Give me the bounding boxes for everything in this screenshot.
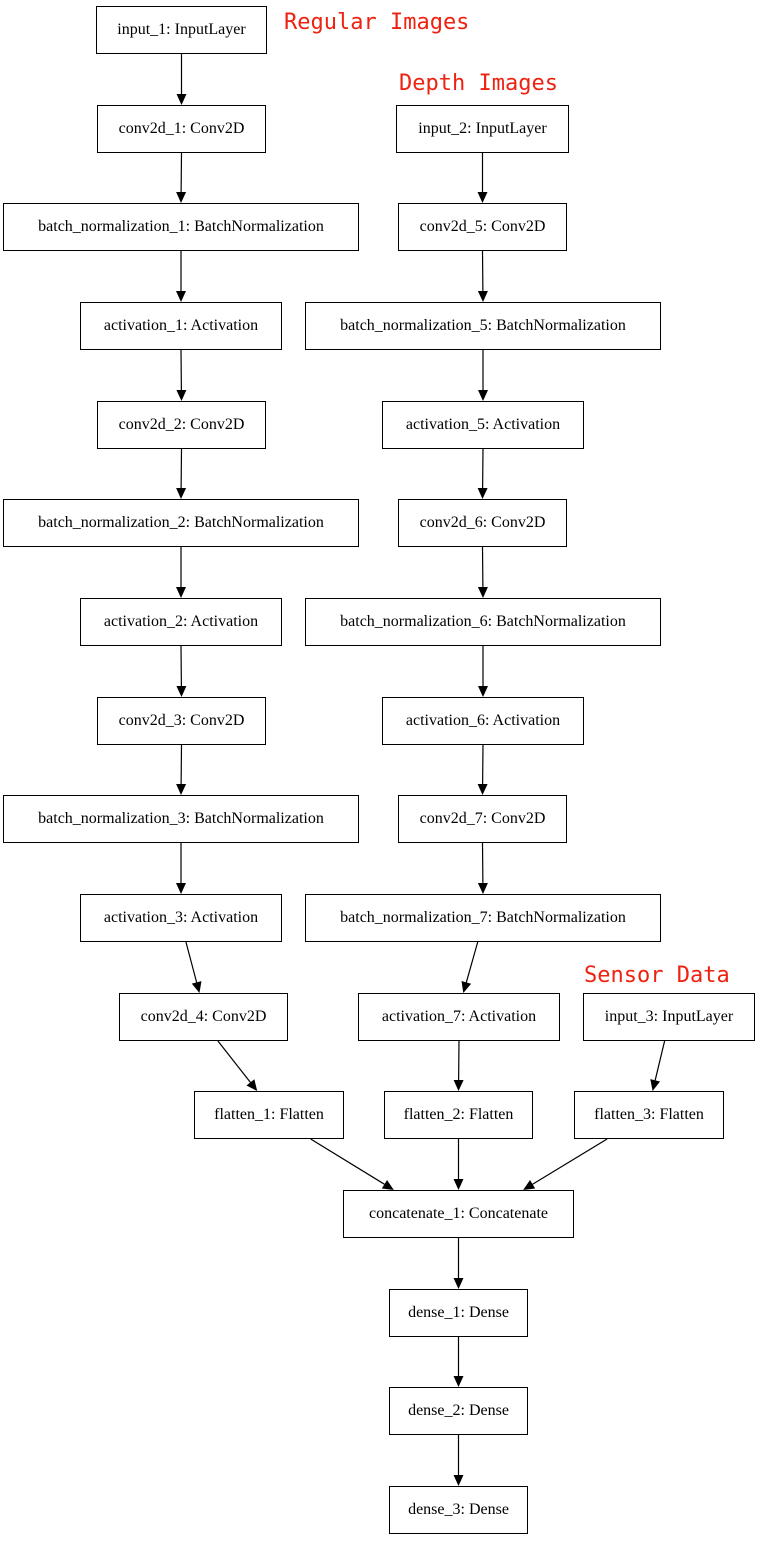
- edge-line: [310, 1138, 385, 1185]
- edge-act_6-to-conv2d_7: [477, 744, 488, 795]
- edge-line: [654, 1040, 666, 1081]
- edge-flatten_2-to-concat_1: [453, 1139, 464, 1190]
- annotation-sensor-data: Sensor Data: [584, 963, 730, 988]
- node-dense-2: dense_2: Dense: [389, 1387, 528, 1435]
- edge-arrowhead: [246, 1079, 258, 1091]
- annotation-depth-images: Depth Images: [399, 71, 558, 96]
- edge-bn_7-to-act_7: [461, 941, 479, 993]
- edge-conv2d_1-to-bn_1: [176, 152, 187, 203]
- edge-arrowhead: [478, 390, 488, 401]
- edge-arrowhead: [477, 192, 488, 203]
- edge-arrowhead: [477, 882, 488, 894]
- edge-arrowhead: [176, 389, 187, 401]
- edge-arrowhead: [453, 1278, 464, 1289]
- edge-input_2-to-conv2d_5: [477, 153, 488, 203]
- node-batch-normalization-3: batch_normalization_3: BatchNormalizatio…: [3, 795, 359, 843]
- edge-arrowhead: [453, 1079, 464, 1091]
- edge-act_2-to-conv2d_3: [176, 645, 187, 697]
- edge-arrowhead: [176, 191, 187, 203]
- edge-act_1-to-conv2d_2: [176, 349, 187, 401]
- edge-flatten_1-to-concat_1: [310, 1138, 394, 1190]
- edge-line: [217, 1040, 251, 1083]
- node-activation-2: activation_2: Activation: [80, 598, 282, 646]
- node-conv2d-1: conv2d_1: Conv2D: [97, 105, 266, 153]
- edge-arrowhead: [176, 783, 187, 795]
- node-activation-6: activation_6: Activation: [382, 697, 584, 745]
- node-batch-normalization-7: batch_normalization_7: BatchNormalizatio…: [305, 894, 661, 942]
- node-conv2d-7: conv2d_7: Conv2D: [398, 795, 567, 843]
- edge-line: [532, 1138, 608, 1185]
- edge-bn_3-to-act_3: [176, 843, 186, 894]
- edge-arrowhead: [191, 981, 202, 993]
- edge-arrowhead: [478, 686, 488, 697]
- node-conv2d-3: conv2d_3: Conv2D: [97, 697, 266, 745]
- edge-conv2d_4-to-flatten_1: [217, 1040, 258, 1091]
- edge-arrowhead: [523, 1180, 536, 1190]
- edge-arrowhead: [381, 1179, 394, 1190]
- edge-arrowhead: [461, 981, 472, 993]
- node-activation-3: activation_3: Activation: [80, 894, 282, 942]
- edge-bn_5-to-act_5: [478, 350, 488, 401]
- edge-act_5-to-conv2d_6: [477, 448, 488, 499]
- edge-bn_6-to-act_6: [478, 646, 488, 697]
- edge-arrowhead: [176, 94, 187, 105]
- node-dense-3: dense_3: Dense: [389, 1486, 528, 1534]
- node-conv2d-6: conv2d_6: Conv2D: [398, 499, 567, 547]
- edge-line: [185, 941, 198, 983]
- edge-arrowhead: [477, 487, 488, 499]
- edge-conv2d_3-to-bn_3: [176, 744, 187, 795]
- node-activation-7: activation_7: Activation: [358, 993, 560, 1041]
- node-concatenate-1: concatenate_1: Concatenate: [343, 1190, 574, 1238]
- node-flatten-2: flatten_2: Flatten: [384, 1091, 533, 1139]
- edge-arrowhead: [176, 291, 186, 302]
- node-dense-1: dense_1: Dense: [389, 1289, 528, 1337]
- node-input-2: input_2: InputLayer: [396, 105, 569, 153]
- edge-input_3-to-flatten_3: [650, 1040, 666, 1091]
- edge-conv2d_7-to-bn_7: [477, 842, 488, 894]
- edge-arrowhead: [453, 1179, 464, 1190]
- node-flatten-1: flatten_1: Flatten: [194, 1091, 344, 1139]
- node-conv2d-5: conv2d_5: Conv2D: [398, 203, 567, 251]
- edge-concat_1-to-dense_1: [453, 1238, 464, 1289]
- edge-arrowhead: [477, 783, 488, 795]
- edge-dense_2-to-dense_3: [453, 1435, 464, 1486]
- edge-arrowhead: [477, 586, 488, 598]
- node-input-3: input_3: InputLayer: [583, 993, 755, 1041]
- node-conv2d-2: conv2d_2: Conv2D: [97, 401, 266, 449]
- edge-flatten_3-to-concat_1: [523, 1138, 608, 1190]
- edge-line: [465, 941, 479, 983]
- edge-arrowhead: [176, 587, 186, 598]
- node-batch-normalization-6: batch_normalization_6: BatchNormalizatio…: [305, 598, 661, 646]
- edge-bn_2-to-act_2: [176, 547, 186, 598]
- edge-arrowhead: [453, 1376, 464, 1387]
- edge-conv2d_2-to-bn_2: [176, 448, 187, 499]
- edge-arrowhead: [477, 290, 488, 302]
- edge-conv2d_5-to-bn_5: [477, 250, 488, 302]
- edge-arrowhead: [176, 883, 186, 894]
- node-batch-normalization-2: batch_normalization_2: BatchNormalizatio…: [3, 499, 359, 547]
- node-conv2d-4: conv2d_4: Conv2D: [119, 993, 288, 1041]
- node-batch-normalization-1: batch_normalization_1: BatchNormalizatio…: [3, 203, 359, 251]
- edge-dense_1-to-dense_2: [453, 1337, 464, 1387]
- edge-act_3-to-conv2d_4: [185, 941, 202, 993]
- edge-arrowhead: [650, 1079, 661, 1091]
- edge-bn_1-to-act_1: [176, 251, 186, 302]
- node-input-1: input_1: InputLayer: [96, 6, 267, 54]
- edge-arrowhead: [176, 685, 187, 697]
- annotation-regular-images: Regular Images: [284, 10, 470, 35]
- edge-act_7-to-flatten_2: [453, 1040, 464, 1091]
- edge-input_1-to-conv2d_1: [176, 54, 187, 105]
- node-activation-5: activation_5: Activation: [382, 401, 584, 449]
- edge-conv2d_6-to-bn_6: [477, 546, 488, 598]
- node-batch-normalization-5: batch_normalization_5: BatchNormalizatio…: [305, 302, 661, 350]
- edge-arrowhead: [176, 487, 187, 499]
- node-flatten-3: flatten_3: Flatten: [574, 1091, 724, 1139]
- node-activation-1: activation_1: Activation: [80, 302, 282, 350]
- edge-arrowhead: [453, 1475, 464, 1486]
